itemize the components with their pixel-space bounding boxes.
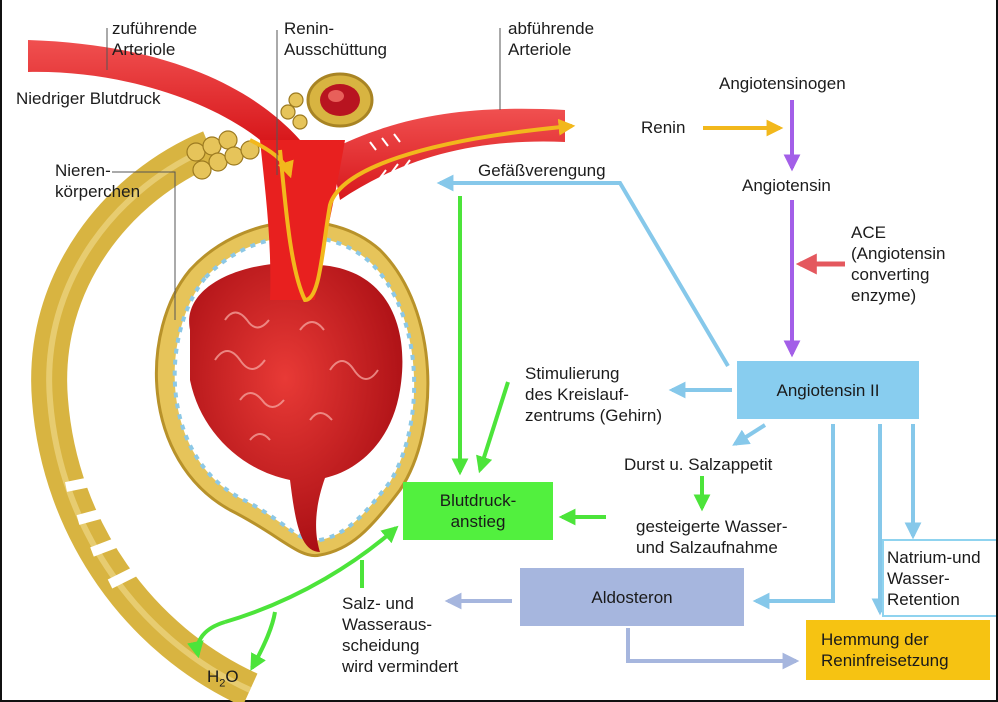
label-reduced-excretion: Salz- und Wasseraus- scheidung wird verm… <box>342 593 458 677</box>
label-thirst: Durst u. Salzappetit <box>624 454 772 475</box>
label-angiotensin: Angiotensin <box>742 175 831 196</box>
stimulation-bp-arrow <box>480 382 508 470</box>
label-afferent-arteriole: zuführende Arteriole <box>112 18 197 60</box>
label-renin: Renin <box>641 117 685 138</box>
kidney-illustration <box>28 40 572 690</box>
water-o: O <box>225 667 238 686</box>
label-efferent-arteriole: abführende Arteriole <box>508 18 594 60</box>
blood-pressure-rise-box: Blutdruck- anstieg <box>403 482 553 540</box>
vasoconstriction-arrow <box>440 183 728 366</box>
efferent-arteriole <box>330 109 565 200</box>
aldosterone-inhibition-arrow <box>628 628 796 661</box>
label-stimulation: Stimulierung des Kreislauf- zentrums (Ge… <box>525 363 662 426</box>
label-renin-release: Renin- Ausschüttung <box>284 18 387 60</box>
label-low-blood-pressure: Niedriger Blutdruck <box>16 88 161 109</box>
label-renal-corpuscle: Nieren- körperchen <box>55 160 140 202</box>
vessel-ring <box>308 74 372 126</box>
water-h: H <box>207 667 219 686</box>
label-vasoconstriction: Gefäßverengung <box>478 160 606 181</box>
aldosterone-box: Aldosteron <box>520 568 744 626</box>
label-increased-intake: gesteigerte Wasser- und Salzaufnahme <box>636 516 787 558</box>
thirst-arrow <box>735 425 765 444</box>
angiotensin-ii-box: Angiotensin II <box>737 361 919 419</box>
label-angiotensinogen: Angiotensinogen <box>719 73 846 94</box>
water-down-arrow <box>252 612 275 668</box>
label-water: H2O <box>207 666 239 694</box>
label-ace: ACE (Angiotensin converting enzyme) <box>851 222 946 306</box>
sodium-water-retention-box: Natrium-und Wasser- Retention <box>882 539 996 617</box>
renin-inhibition-box: Hemmung der Reninfreisetzung <box>806 620 990 680</box>
aldosterone-arrow <box>756 424 833 601</box>
